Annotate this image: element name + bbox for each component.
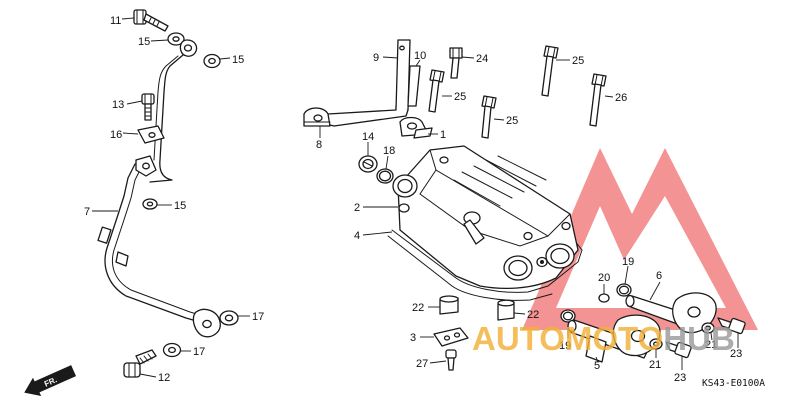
callout: 25 <box>506 115 518 127</box>
callout: 18 <box>383 145 395 157</box>
callout: 19 <box>559 340 571 352</box>
watermark-mountain-mark <box>522 148 758 330</box>
front-direction-arrow: FR. <box>24 365 77 397</box>
callout: 22 <box>412 302 424 314</box>
callout: 21 <box>649 359 661 371</box>
grommet-1 <box>399 116 433 139</box>
callout: 8 <box>316 139 322 151</box>
breather-pipe-assembly <box>97 9 239 378</box>
bolt-26 <box>589 73 607 127</box>
watermark-text: AUTOMOTOHUB <box>472 320 735 357</box>
callout: 12 <box>158 372 170 384</box>
bolt-25-a <box>428 69 445 113</box>
bolt-13 <box>141 93 155 121</box>
bolt-27 <box>445 349 457 371</box>
callout: 4 <box>354 230 360 242</box>
dowel-22-left <box>439 295 459 315</box>
callout: 25 <box>572 55 584 67</box>
callout: 3 <box>410 332 416 344</box>
bolt-23-right <box>717 317 746 335</box>
oring-19-right <box>616 283 632 297</box>
callout: 15 <box>232 54 244 66</box>
callout: 26 <box>615 92 627 104</box>
bolt-25-b <box>541 45 559 97</box>
grommet-8 <box>303 107 331 127</box>
fr-arrow-icon <box>24 365 77 397</box>
breather-pipe-upper <box>149 39 198 183</box>
bolt-24 <box>449 47 463 79</box>
washer-15-right <box>203 53 221 69</box>
bolt-25-c <box>481 95 497 139</box>
callouts: 11 15 15 13 16 7 15 17 17 12 9 10 24 25 … <box>84 15 742 384</box>
callout: 20 <box>598 272 610 284</box>
callout: 25 <box>454 91 466 103</box>
callout: 9 <box>373 52 379 64</box>
bolt-23-left <box>665 341 692 359</box>
callout: 23 <box>730 348 742 360</box>
callout: 19 <box>622 256 634 268</box>
oring-20 <box>598 293 610 303</box>
callout: 24 <box>476 53 488 65</box>
clamp-16 <box>137 125 165 144</box>
callout: 10 <box>414 50 426 62</box>
bolt-11 <box>133 9 169 32</box>
callout: 17 <box>193 346 205 358</box>
callout: 17 <box>252 311 264 323</box>
leader-lines <box>92 17 739 378</box>
oring-18 <box>376 168 394 184</box>
washer-17-right <box>219 310 239 326</box>
watermark-prefix: AUTOMOTO <box>472 320 663 357</box>
watermark-logo <box>522 148 758 330</box>
washer-15-middle <box>142 198 158 210</box>
watermark-suffix: HUB <box>663 320 735 357</box>
washer-17-lower <box>162 342 182 358</box>
callout: 21 <box>705 339 717 351</box>
callout: 11 <box>110 15 121 27</box>
callout: 22 <box>527 309 539 321</box>
callout: 23 <box>674 372 686 384</box>
callout: 13 <box>112 99 124 111</box>
diagram-code: KS43-E0100A <box>702 378 765 389</box>
callout: 6 <box>656 270 662 282</box>
pin-10 <box>407 65 421 107</box>
washer-21-right <box>701 322 715 334</box>
washer-15-top <box>167 32 185 46</box>
plate-3 <box>433 327 469 347</box>
callout: 2 <box>354 202 360 214</box>
dowel-22-right <box>497 299 515 321</box>
rocker-shaft-6 <box>625 292 717 334</box>
breather-hose-7 <box>97 155 221 338</box>
callout: 7 <box>84 206 90 218</box>
callout: 5 <box>594 360 600 372</box>
callout: 15 <box>138 36 150 48</box>
bracket-9 <box>317 39 411 127</box>
cap-14 <box>358 155 378 173</box>
washer-21-left <box>649 338 663 350</box>
oring-19-left <box>560 309 576 323</box>
rocker-shaft-5 <box>567 314 661 363</box>
callout: 15 <box>174 200 186 212</box>
callout: 14 <box>362 131 374 143</box>
callout: 1 <box>440 129 446 141</box>
cylinder-head-cover-2 <box>387 145 583 301</box>
callout: 16 <box>110 129 122 141</box>
callout: 27 <box>416 358 428 370</box>
bolt-12 <box>123 349 157 378</box>
